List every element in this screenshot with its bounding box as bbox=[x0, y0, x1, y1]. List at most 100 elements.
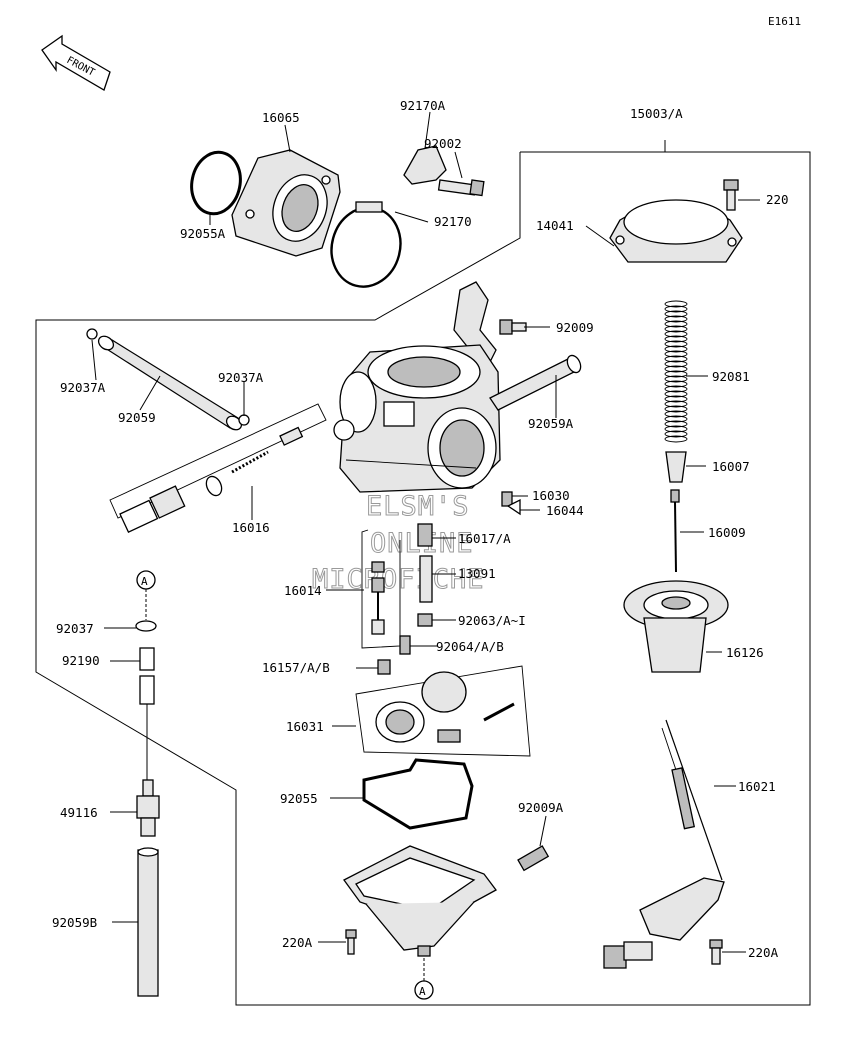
label-92037A-right: 92037A bbox=[218, 370, 264, 385]
label-15003A: 15003/A bbox=[630, 106, 683, 121]
ref-mark-a-bottom: A bbox=[414, 958, 434, 1000]
carburetor-body bbox=[333, 344, 501, 493]
spring-coil bbox=[664, 355, 688, 363]
top-cover-14041 bbox=[609, 199, 743, 263]
starter-plunger-16016 bbox=[109, 403, 327, 533]
spring-coil bbox=[664, 315, 688, 323]
label-13091: 13091 bbox=[458, 566, 496, 581]
label-92170: 92170 bbox=[434, 214, 472, 229]
spring-coil bbox=[664, 420, 688, 428]
bolt-92002 bbox=[437, 179, 485, 197]
clip-92037 bbox=[135, 620, 157, 632]
gasket-92055 bbox=[362, 758, 474, 830]
spring-coil bbox=[664, 430, 688, 438]
spring-coil bbox=[664, 400, 688, 408]
label-16126: 16126 bbox=[726, 645, 764, 660]
screw-220 bbox=[723, 179, 739, 211]
label-92002: 92002 bbox=[424, 136, 462, 151]
spring-coil bbox=[664, 435, 688, 443]
label-16016: 16016 bbox=[232, 520, 270, 535]
label-14041: 14041 bbox=[536, 218, 574, 233]
label-92059: 92059 bbox=[118, 410, 156, 425]
label-16030: 16030 bbox=[532, 488, 570, 503]
label-92055A: 92055A bbox=[180, 226, 226, 241]
spring-coil bbox=[664, 350, 688, 358]
spring-92081 bbox=[664, 300, 688, 443]
screw-220A-right bbox=[709, 939, 723, 965]
label-16157: 16157/A/B bbox=[262, 660, 330, 675]
spring-coil bbox=[664, 375, 688, 383]
hose-92059 bbox=[97, 335, 243, 431]
label-92064: 92064/A/B bbox=[436, 639, 504, 654]
choke-lever bbox=[603, 877, 725, 969]
part-16044 bbox=[506, 498, 521, 516]
spring-coil bbox=[664, 305, 688, 313]
label-92009A: 92009A bbox=[518, 800, 564, 815]
screw-92009A bbox=[517, 845, 550, 872]
label-16017A: 16017/A bbox=[458, 531, 511, 546]
svg-text:A: A bbox=[141, 575, 148, 588]
label-92009: 92009 bbox=[556, 320, 594, 335]
label-220A-right: 220A bbox=[748, 945, 779, 960]
spring-coil bbox=[664, 300, 688, 308]
jet-assembly-16014 bbox=[361, 529, 401, 649]
label-16007: 16007 bbox=[712, 459, 750, 474]
label-16044: 16044 bbox=[546, 503, 584, 518]
label-16014: 16014 bbox=[284, 583, 322, 598]
hose-92059A bbox=[489, 354, 582, 411]
label-92170A: 92170A bbox=[400, 98, 446, 113]
label-49116: 49116 bbox=[60, 805, 98, 820]
label-92059B: 92059B bbox=[52, 915, 97, 930]
label-16009: 16009 bbox=[708, 525, 746, 540]
label-16031: 16031 bbox=[286, 719, 324, 734]
spring-coil bbox=[664, 360, 688, 368]
screw-220A-left bbox=[345, 929, 357, 955]
label-92059A: 92059A bbox=[528, 416, 574, 431]
ref-mark-a-left: A bbox=[136, 570, 156, 620]
spring-coil bbox=[664, 410, 688, 418]
fitting-49116 bbox=[136, 779, 160, 837]
spring-coil bbox=[664, 345, 688, 353]
bracket-92170A bbox=[403, 145, 447, 185]
svg-text:ELSM'S: ELSM'S bbox=[366, 491, 470, 522]
float-bowl bbox=[343, 845, 497, 957]
jet-needle-16009 bbox=[670, 489, 680, 573]
spring-coil bbox=[664, 365, 688, 373]
label-220A-left: 220A bbox=[282, 935, 313, 950]
spring-coil bbox=[664, 390, 688, 398]
spring-coil bbox=[664, 335, 688, 343]
label-16021: 16021 bbox=[738, 779, 776, 794]
front-arrow-icon: FRONT bbox=[41, 34, 111, 91]
spring-coil bbox=[664, 395, 688, 403]
diagram-code: E1611 bbox=[768, 15, 801, 28]
intake-holder-16065 bbox=[231, 149, 341, 257]
label-92037A-left: 92037A bbox=[60, 380, 106, 395]
holder-16007 bbox=[665, 451, 687, 483]
leader-lines bbox=[91, 111, 760, 953]
spring-coil bbox=[664, 325, 688, 333]
label-92190: 92190 bbox=[62, 653, 100, 668]
tube-92190 bbox=[139, 647, 155, 780]
spring-coil bbox=[664, 380, 688, 388]
spring-coil bbox=[664, 320, 688, 328]
spring-coil bbox=[664, 340, 688, 348]
svg-text:A: A bbox=[419, 985, 426, 998]
label-92063: 92063/A~I bbox=[458, 613, 526, 628]
label-92037: 92037 bbox=[56, 621, 94, 636]
spring-coil bbox=[664, 415, 688, 423]
spring-coil bbox=[664, 370, 688, 378]
label-16065: 16065 bbox=[262, 110, 300, 125]
throttle-sensor-16031 bbox=[355, 665, 531, 757]
assembly-outline bbox=[35, 151, 811, 1006]
spring-coil bbox=[664, 425, 688, 433]
spring-coil bbox=[664, 330, 688, 338]
spring-coil bbox=[664, 385, 688, 393]
label-92081: 92081 bbox=[712, 369, 750, 384]
cable-16021 bbox=[661, 719, 723, 881]
screw-92009 bbox=[499, 319, 527, 335]
label-92055: 92055 bbox=[280, 791, 318, 806]
jets-16017-13091 bbox=[377, 523, 433, 675]
hose-92059B bbox=[137, 847, 159, 997]
